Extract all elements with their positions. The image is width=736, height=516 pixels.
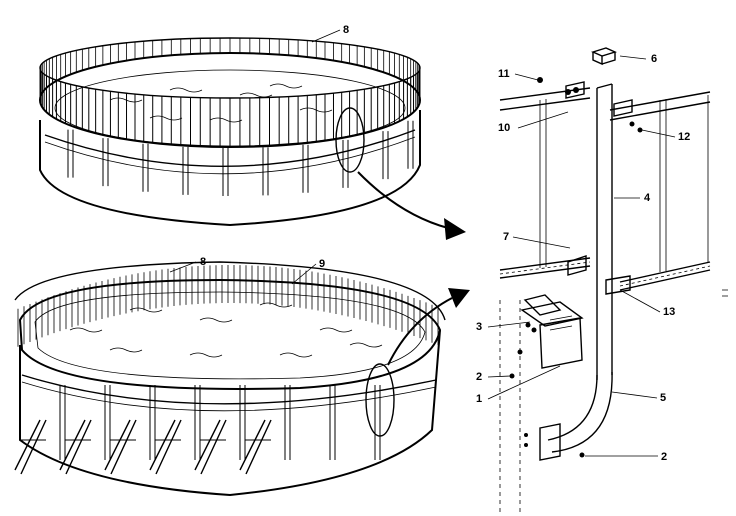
oval-detail-highlight-ring: [365, 363, 395, 437]
detail-highlight-ring: [335, 107, 365, 173]
picket-line: [59, 419, 86, 471]
leader-lines: [169, 29, 676, 457]
detail-arrow: [357, 171, 449, 229]
picket-line: [200, 419, 227, 475]
picket-line: [149, 419, 176, 471]
oval-arrow-head: [448, 288, 470, 308]
callout-6: 6: [651, 53, 657, 65]
picket-line: [245, 419, 272, 475]
picket-line: [65, 419, 92, 475]
callout-labels: 8 8 9 6 11 10 12 4 7 13 3 2 1 5 2: [200, 24, 690, 463]
oval-pool-buttresses: [14, 385, 381, 475]
picket-line: [104, 419, 131, 471]
round-pool-uprights: [67, 120, 414, 196]
picket-line: [155, 419, 182, 475]
picket-line: [14, 419, 41, 471]
oval-detail-arrow: [387, 297, 453, 366]
callout-4: 4: [644, 192, 651, 204]
callout-2-upper: 2: [476, 371, 482, 383]
callout-8-round: 8: [343, 24, 349, 36]
arrow-head: [444, 218, 466, 240]
callout-11: 11: [498, 68, 510, 80]
callout-1: 1: [476, 393, 482, 405]
picket-line: [20, 419, 47, 475]
picket-line: [239, 419, 266, 471]
exploded-detail: [499, 47, 728, 516]
callout-10: 10: [498, 122, 510, 134]
callout-12: 12: [678, 131, 690, 143]
callout-3: 3: [476, 321, 482, 333]
callout-5: 5: [660, 392, 666, 404]
callout-7: 7: [503, 231, 509, 243]
callout-2-lower: 2: [661, 451, 667, 463]
oval-pool-fence-pickets: [17, 265, 439, 347]
callout-9: 9: [319, 258, 325, 270]
callout-8-oval: 8: [200, 256, 206, 268]
oval-pool-illustration: [14, 261, 446, 497]
round-pool-fence-pickets: [39, 38, 421, 147]
picket-line: [110, 419, 137, 475]
picket-line: [194, 419, 221, 471]
callout-13: 13: [663, 306, 675, 318]
